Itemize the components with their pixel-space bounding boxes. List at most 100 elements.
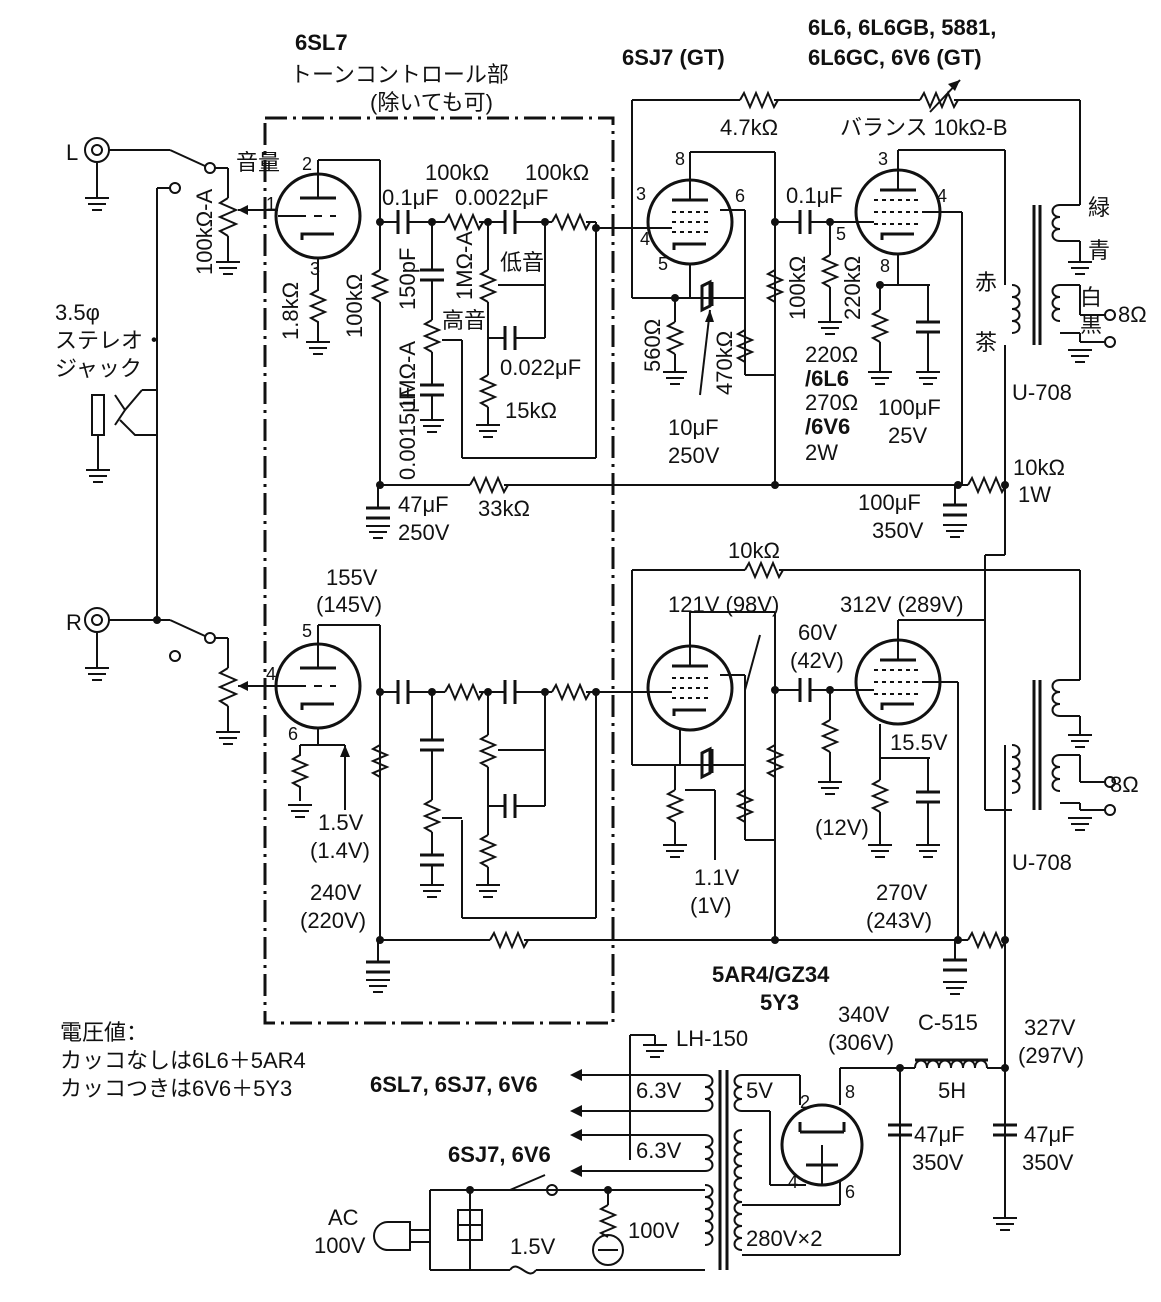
r-screen-drv-l [735, 329, 755, 363]
right-input-label: R [66, 610, 82, 635]
label-c-bplus-v-l: 350V [872, 518, 924, 543]
v-supply-pre-alt-r: (220V) [300, 908, 366, 933]
c-tone1-l [503, 210, 517, 234]
wire-white: 白 [1080, 285, 1102, 310]
left-input [84, 137, 278, 620]
c-cathode-out-l [916, 320, 940, 334]
driver-tube-r [646, 612, 734, 765]
r-plate-drv-l [765, 269, 785, 303]
v-screen-drv-r: 60V [798, 620, 837, 645]
label-r-cathode-out-l: /6V6 [805, 414, 850, 439]
c-150p-l [420, 268, 444, 282]
r-cathode-pre-r [290, 745, 310, 801]
pin-label: 5 [836, 224, 846, 244]
r-15k-l [478, 374, 498, 408]
right-jack-terminal [84, 607, 110, 633]
jack-label-3: ジャック [55, 356, 142, 381]
label-r-bplus-l: 10kΩ [1013, 455, 1065, 480]
pin-label: 4 [266, 664, 276, 684]
volume-label: 音量 [236, 150, 280, 175]
pilot-lamp [592, 1234, 624, 1266]
junctions [153, 218, 1009, 1194]
pin-label: 3 [636, 184, 646, 204]
pin-label: 2 [302, 154, 312, 174]
c2-v-label: 350V [1022, 1150, 1074, 1175]
c-screen-drv-l [700, 279, 714, 313]
output-tube-label-2: 6L6GC, 6V6 (GT) [808, 45, 982, 70]
pot-treble-l [422, 319, 442, 353]
pin-label: 5 [302, 621, 312, 641]
label-bass: 低音 [500, 250, 544, 275]
winding-280v: 280V×2 [746, 1226, 822, 1251]
v-supply-out-alt-r: (243V) [866, 908, 932, 933]
v-cathode-out-alt-r: (12V) [815, 815, 869, 840]
c1-v-label: 350V [912, 1150, 964, 1175]
r-bplus-l [967, 475, 1007, 495]
v-plate-pre-r: 155V [326, 565, 378, 590]
r-cathode-pre-l [308, 285, 328, 342]
notes-title: 電圧値： [60, 1020, 148, 1045]
v-out: 327V [1024, 1015, 1076, 1040]
label-r-cathode-out-l: 220Ω [805, 342, 858, 367]
label-r-plate-drv-l: 100kΩ [785, 256, 810, 320]
wire-green: 緑 [1088, 195, 1110, 220]
right-input [84, 607, 278, 745]
pin-label: 3 [310, 259, 320, 279]
c-coupling-pre-l [396, 210, 410, 234]
preamp-tube-l [274, 159, 380, 285]
volume-pot-l [217, 197, 239, 237]
r-33k-l [469, 475, 509, 495]
pin-label: 4 [937, 186, 947, 206]
output-transformer-r [1011, 679, 1116, 831]
v-cathode-pre-r: 1.5V [318, 810, 364, 835]
volume-pot-r [217, 667, 239, 707]
label-r-cathode-out-l: 2W [805, 440, 838, 465]
label-r-cathode-out-l: /6L6 [805, 366, 849, 391]
v-plate-out-r: 312V (289V) [840, 592, 964, 617]
output-tube-label-1: 6L6, 6L6GB, 5881, [808, 15, 996, 40]
driver-tube-label: 6SJ7 (GT) [622, 45, 725, 70]
notes-line-2: カッコつきは6V6＋5Y3 [60, 1076, 292, 1101]
label-c-bplus-l: 100μF [858, 490, 921, 515]
label-c-coupling-drv-l: 0.1μF [786, 183, 843, 208]
wire-black: 黒 [1080, 312, 1102, 337]
notes-line-1: カッコなしは6L6＋5AR4 [60, 1048, 306, 1073]
ac-plug [373, 1221, 411, 1251]
v-supply-pre-r: 240V [310, 880, 362, 905]
stereo-jack [86, 389, 157, 483]
pin-label: 8 [675, 149, 685, 169]
label-r-screen-drv-l: 470kΩ [712, 331, 737, 395]
v-rect: 340V [838, 1002, 890, 1027]
v-cathode-pre-alt-r: (1.4V) [310, 838, 370, 863]
wire-red: 赤 [975, 270, 997, 295]
heater-label-2: 6SJ7, 6V6 [448, 1142, 551, 1167]
tone-note: (除いても可) [370, 90, 493, 115]
v-out-alt: (297V) [1018, 1043, 1084, 1068]
label-c-150p-l: 150pF [395, 248, 420, 310]
r-plate-pre-l [370, 269, 390, 303]
power-transformer [704, 1070, 743, 1270]
label-r-33k-l: 33kΩ [478, 496, 530, 521]
v-plate-pre-alt-r: (145V) [316, 592, 382, 617]
power-transformer-label: LH-150 [676, 1026, 748, 1051]
label-r-tone1-l: 100kΩ [425, 160, 489, 185]
jack-label-2: ステレオ・ [55, 328, 165, 353]
tone-control-boundary [263, 116, 615, 1025]
v-rect-alt: (306V) [828, 1030, 894, 1055]
winding-63a: 6.3V [636, 1078, 682, 1103]
c-coupling-drv-l [798, 210, 812, 234]
pot-bass-l [478, 269, 498, 303]
pin-label: 4 [788, 1172, 798, 1192]
choke-coil [914, 1059, 988, 1069]
rectifier-tube [780, 1068, 864, 1187]
c-022-l [503, 326, 517, 350]
c-bplus-l [943, 503, 967, 517]
lamp-label: 1.5V [510, 1234, 556, 1259]
fuse-lamp [509, 1265, 537, 1275]
left-input-label: L [66, 140, 78, 165]
r-feedback-r [744, 560, 784, 580]
pin-label: 6 [735, 186, 745, 206]
driver-tube-l [646, 152, 734, 298]
